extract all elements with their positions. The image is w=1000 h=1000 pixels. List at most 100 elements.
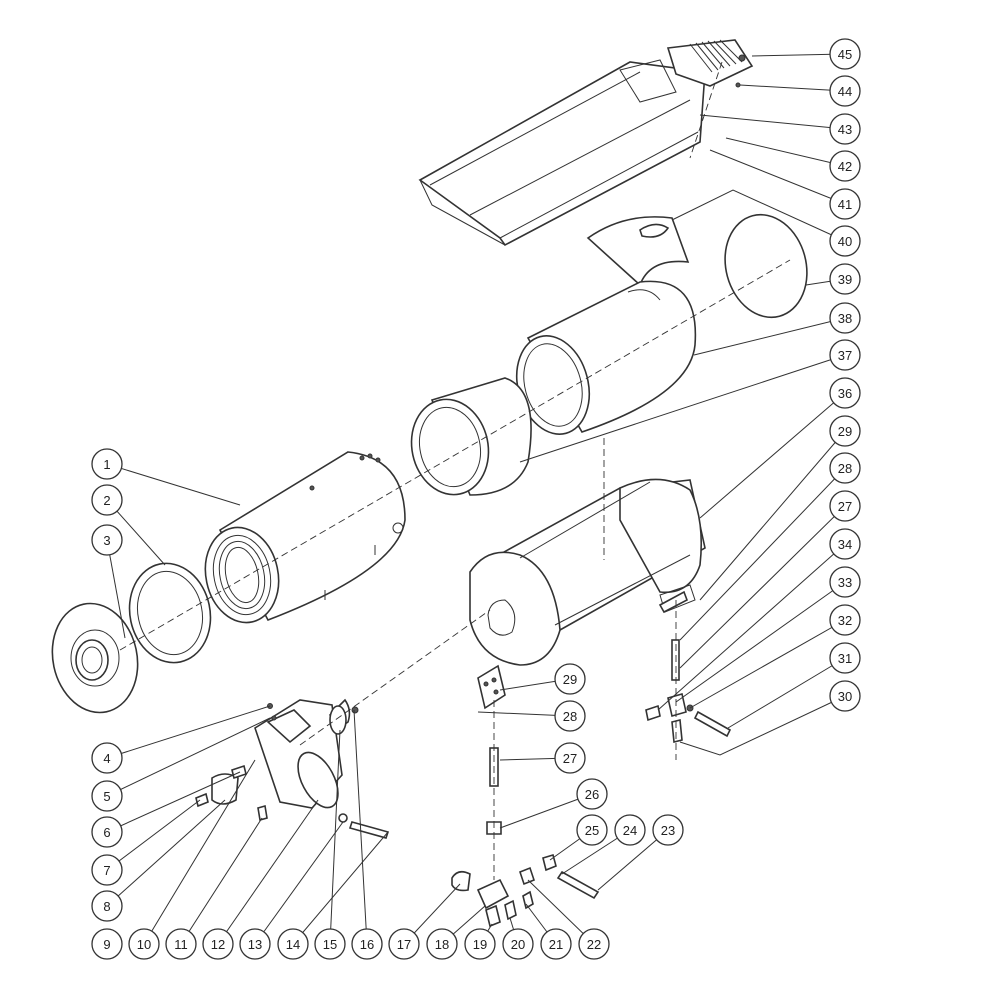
callout-number: 8 bbox=[103, 899, 110, 914]
callout-number: 40 bbox=[838, 234, 852, 249]
callout-circle bbox=[829, 339, 861, 371]
callout-number: 45 bbox=[838, 47, 852, 62]
callout-circle bbox=[128, 928, 160, 960]
callout-circle bbox=[829, 150, 861, 182]
callout-number: 23 bbox=[661, 823, 675, 838]
callout-number: 5 bbox=[103, 789, 110, 804]
callout-circle bbox=[91, 780, 123, 812]
callout-16: 16 bbox=[351, 928, 383, 960]
callout-number: 26 bbox=[585, 787, 599, 802]
base-frame bbox=[469, 478, 706, 666]
callout-20: 20 bbox=[502, 928, 534, 960]
callout-circle bbox=[829, 302, 861, 334]
callout-circle bbox=[91, 928, 123, 960]
callout-circle bbox=[578, 928, 610, 960]
callout-circle bbox=[829, 113, 861, 145]
callout-number: 36 bbox=[838, 386, 852, 401]
callout-34: 34 bbox=[829, 528, 861, 560]
callout-9: 9 bbox=[91, 928, 123, 960]
callout-number: 41 bbox=[838, 197, 852, 212]
callout-number: 11 bbox=[174, 937, 188, 952]
callout-circle bbox=[829, 75, 861, 107]
callout-circle bbox=[91, 816, 123, 848]
callout-circle bbox=[464, 928, 496, 960]
callout-circle bbox=[554, 663, 586, 695]
callout-18: 18 bbox=[426, 928, 458, 960]
callout-15: 15 bbox=[314, 928, 346, 960]
outer-cylinder bbox=[516, 280, 697, 435]
fuel-fittings bbox=[451, 853, 600, 928]
callout-2: 2 bbox=[91, 484, 123, 516]
callout-number: 32 bbox=[838, 613, 852, 628]
callout-circle bbox=[829, 415, 861, 447]
callout-number: 29 bbox=[563, 672, 577, 687]
callout-19: 19 bbox=[464, 928, 496, 960]
callout-circle bbox=[576, 814, 608, 846]
callout-circle bbox=[829, 490, 861, 522]
callout-circle bbox=[829, 225, 861, 257]
callout-number: 6 bbox=[103, 825, 110, 840]
front-cone bbox=[51, 602, 139, 714]
callout-number: 1 bbox=[103, 457, 110, 472]
callout-number: 44 bbox=[838, 84, 852, 99]
callout-circle bbox=[91, 742, 123, 774]
front-ring bbox=[128, 562, 212, 664]
callout-28: 28 bbox=[829, 452, 861, 484]
callout-circle bbox=[576, 778, 608, 810]
callout-37: 37 bbox=[829, 339, 861, 371]
callout-17: 17 bbox=[388, 928, 420, 960]
callout-number: 42 bbox=[838, 159, 852, 174]
callout-circle bbox=[239, 928, 271, 960]
callout-circle bbox=[554, 700, 586, 732]
callout-number: 34 bbox=[838, 537, 852, 552]
top-cover bbox=[418, 39, 754, 247]
callout-number: 16 bbox=[360, 937, 374, 952]
callout-6: 6 bbox=[91, 816, 123, 848]
callout-circle bbox=[829, 452, 861, 484]
callout-number: 20 bbox=[511, 937, 525, 952]
callout-27: 27 bbox=[829, 490, 861, 522]
callout-13: 13 bbox=[239, 928, 271, 960]
callout-40: 40 bbox=[829, 225, 861, 257]
callout-4: 4 bbox=[91, 742, 123, 774]
callout-number: 27 bbox=[563, 751, 577, 766]
callout-22: 22 bbox=[578, 928, 610, 960]
callout-number: 39 bbox=[838, 272, 852, 287]
callout-number: 29 bbox=[838, 424, 852, 439]
callout-circle bbox=[614, 814, 646, 846]
inner-liner bbox=[410, 377, 532, 496]
callout-circle bbox=[829, 566, 861, 598]
callout-number: 30 bbox=[838, 689, 852, 704]
callout-7: 7 bbox=[91, 854, 123, 886]
callout-5: 5 bbox=[91, 780, 123, 812]
callout-23: 23 bbox=[652, 814, 684, 846]
callout-number: 24 bbox=[623, 823, 637, 838]
callout-10: 10 bbox=[128, 928, 160, 960]
callout-12: 12 bbox=[202, 928, 234, 960]
callout-number: 15 bbox=[323, 937, 337, 952]
burner-assembly bbox=[195, 698, 390, 839]
assembly-axis-lines bbox=[119, 61, 791, 880]
callout-11: 11 bbox=[165, 928, 197, 960]
callout-circle bbox=[829, 263, 861, 295]
callout-29: 29 bbox=[829, 415, 861, 447]
callout-number: 28 bbox=[563, 709, 577, 724]
callout-circle bbox=[829, 604, 861, 636]
combustion-chamber bbox=[204, 451, 406, 624]
callout-number: 22 bbox=[587, 937, 601, 952]
heat-shield bbox=[586, 216, 690, 287]
callout-number: 9 bbox=[103, 937, 110, 952]
callout-number: 18 bbox=[435, 937, 449, 952]
callout-number: 4 bbox=[103, 751, 110, 766]
callout-number: 38 bbox=[838, 311, 852, 326]
callout-circle bbox=[829, 680, 861, 712]
callout-1: 1 bbox=[91, 448, 123, 480]
callout-circle bbox=[829, 38, 861, 70]
callout-33: 33 bbox=[829, 566, 861, 598]
callout-number: 27 bbox=[838, 499, 852, 514]
callout-28: 28 bbox=[554, 700, 586, 732]
callout-number: 33 bbox=[838, 575, 852, 590]
callout-circle bbox=[277, 928, 309, 960]
